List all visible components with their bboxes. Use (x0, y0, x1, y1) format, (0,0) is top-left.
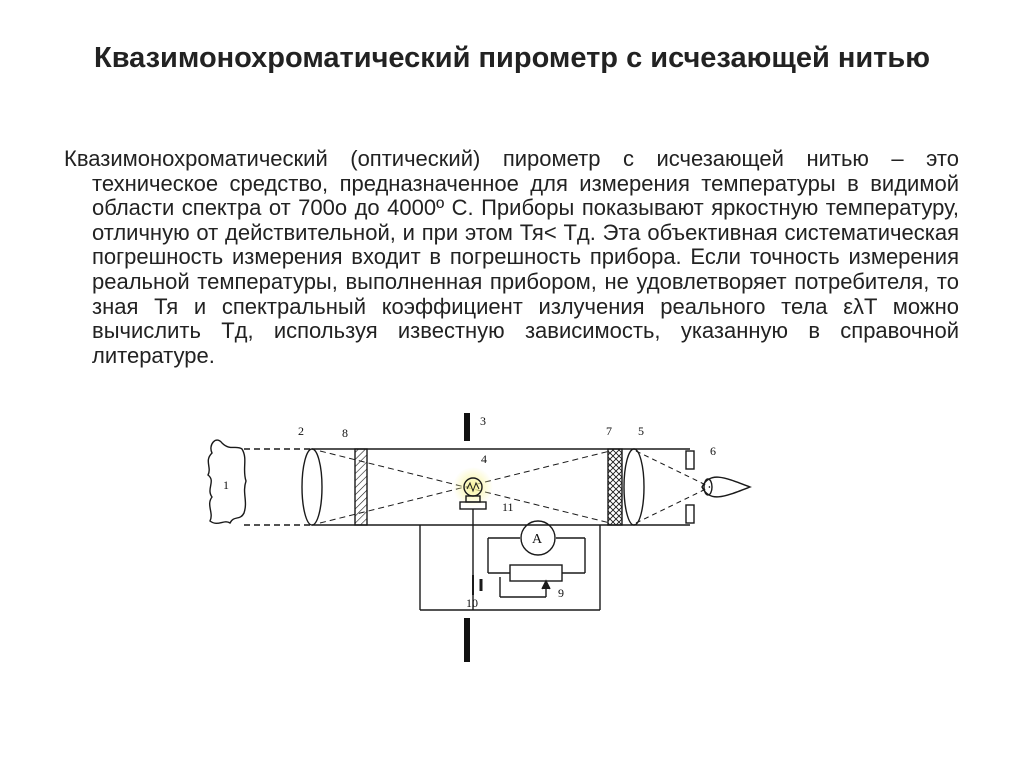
pyrometer-diagram: 1 2 8 3 4 11 7 5 6 9 10 A (207, 413, 752, 662)
slide-body: Квазимонохроматический (оптический) пиро… (64, 146, 959, 368)
slide-title: Квазимонохроматический пирометр с исчеза… (94, 42, 930, 74)
body-paragraph: Квазимонохроматический (оптический) пиро… (64, 146, 959, 368)
label-4: 4 (481, 452, 487, 466)
label-8: 8 (342, 426, 348, 440)
rheostat-arrow (541, 579, 551, 590)
label-10: 10 (466, 596, 478, 610)
label-6: 6 (710, 444, 716, 458)
label-1: 1 (223, 478, 229, 492)
eyepiece-ray-bottom (635, 486, 711, 524)
ammeter-label: A (532, 532, 543, 547)
label-11: 11 (502, 500, 514, 514)
eye-6 (701, 476, 752, 498)
red-filter-8 (354, 448, 368, 526)
eyepiece-lens-5 (623, 448, 645, 526)
ammeter (520, 520, 556, 556)
heated-object-1 (207, 439, 247, 525)
label-7: 7 (606, 424, 612, 438)
lamp-glow (453, 467, 493, 507)
eyepiece-ray-top (635, 450, 711, 488)
label-3: 3 (480, 414, 486, 428)
label-2: 2 (298, 424, 304, 438)
rheostat-9 (509, 564, 563, 582)
label-5: 5 (638, 424, 644, 438)
absorbing-filter-7 (607, 448, 623, 526)
aperture-bar-top-3 (464, 413, 470, 441)
aperture-bar-bottom (464, 618, 470, 662)
eye-pupil (703, 478, 713, 496)
eyepiece-stop-top (685, 450, 695, 470)
label-9: 9 (558, 586, 564, 600)
objective-lens-2 (301, 448, 323, 526)
eyepiece-stop-bottom (685, 504, 695, 524)
lamp-filament (466, 481, 480, 493)
